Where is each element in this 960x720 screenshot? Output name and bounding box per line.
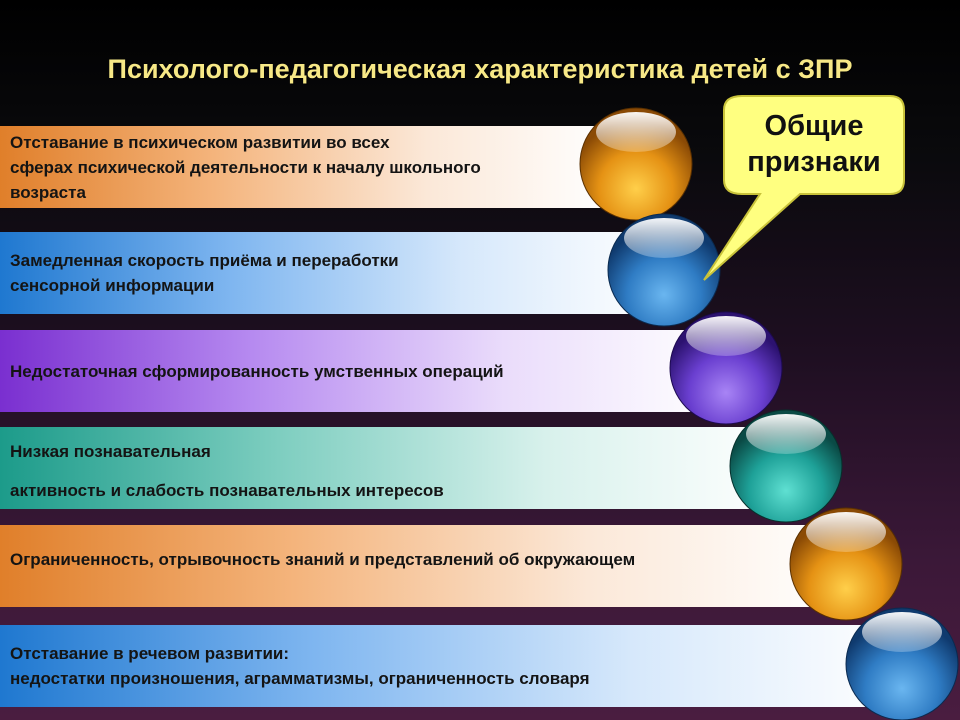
- callout-line-2: признаки: [747, 146, 881, 178]
- sphere-orange-2: [789, 507, 903, 621]
- feature-4-line-2: активность и слабость познавательных инт…: [10, 481, 444, 500]
- feature-3-line-1: Недостаточная сформированность умственны…: [10, 361, 504, 381]
- feature-band-4: Низкая познавательная активность и слабо…: [0, 427, 780, 509]
- sphere-orange-1: [579, 107, 693, 221]
- sphere-blue-2: [845, 607, 959, 720]
- feature-2-line-2: сенсорной информации: [10, 276, 215, 295]
- feature-band-5: Ограниченность, отрывочность знаний и пр…: [0, 525, 840, 607]
- feature-2-line-1: Замедленная скорость приёма и переработк…: [10, 251, 399, 270]
- feature-band-1: Отставание в психическом развитии во все…: [0, 126, 610, 208]
- sphere-purple: [669, 311, 783, 425]
- feature-band-6: Отставание в речевом развитии: недостатк…: [0, 625, 900, 707]
- feature-6-line-2: недостатки произношения, аграмматизмы, о…: [10, 669, 590, 688]
- feature-1-line-1: Отставание в психическом развитии во все…: [10, 132, 390, 152]
- feature-band-3: Недостаточная сформированность умственны…: [0, 330, 720, 412]
- slide-title: Психолого-педагогическая характеристика …: [107, 54, 853, 84]
- callout-line-1: Общие: [764, 110, 864, 142]
- feature-5-line-1: Ограниченность, отрывочность знаний и пр…: [10, 549, 636, 569]
- feature-4-line-1: Низкая познавательная: [10, 442, 211, 461]
- feature-6-line-1: Отставание в речевом развитии:: [10, 644, 290, 663]
- feature-1-line-3: возраста: [10, 182, 86, 202]
- sphere-teal: [729, 409, 843, 523]
- sphere-blue-1: [607, 213, 721, 327]
- feature-1-line-2: сферах психической деятельности к началу…: [10, 157, 481, 177]
- callout-text: Общие признаки: [724, 108, 904, 180]
- feature-band-2: Замедленная скорость приёма и переработк…: [0, 232, 660, 314]
